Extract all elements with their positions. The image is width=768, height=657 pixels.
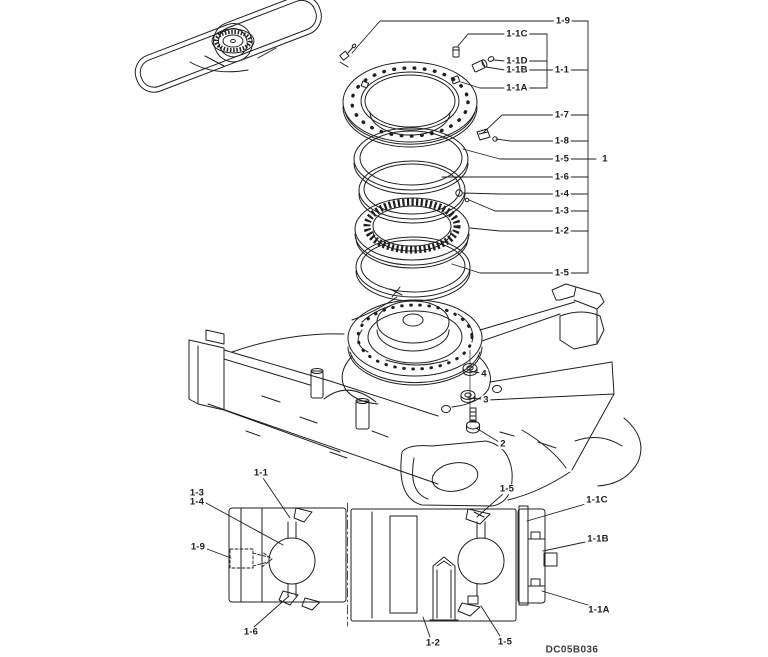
seal-ring-lower <box>355 236 471 302</box>
part-label-1-9: 1-9 <box>553 15 573 27</box>
part-label-1-2: 1-2 <box>552 225 572 237</box>
part-label-1-5: 1-5 <box>497 483 517 495</box>
seal-ring-middle <box>358 160 466 224</box>
part-label-1-7: 1-7 <box>552 109 572 121</box>
part-label-1-5: 1-5 <box>552 267 572 279</box>
sleeve-fitting <box>471 56 495 73</box>
part-label-1-1B: 1-1B <box>585 533 611 545</box>
plug-bolt <box>452 46 460 58</box>
part-label-3: 3 <box>481 394 491 406</box>
part-label-1-9: 1-9 <box>188 541 208 553</box>
part-label-1-3: 1-3 <box>552 205 572 217</box>
part-label-1-2: 1-2 <box>423 637 443 649</box>
part-label-1-3: 1-3 <box>187 487 207 499</box>
seal-ring-upper <box>353 127 469 195</box>
part-label-1-1A: 1-1A <box>504 82 530 94</box>
part-label-4: 4 <box>479 368 489 380</box>
taper-plug <box>476 128 498 142</box>
part-label-1-1: 1-1 <box>552 64 572 76</box>
part-label-1-1A: 1-1A <box>586 604 612 616</box>
machine-locator-thumbnail <box>134 0 322 93</box>
leader-lines <box>205 20 597 638</box>
part-label-2: 2 <box>498 438 508 450</box>
part-label-1-4: 1-4 <box>552 188 572 200</box>
part-label-1-1B: 1-1B <box>504 64 530 76</box>
part-label-1-4: 1-4 <box>187 496 207 508</box>
swing-bearing-mount <box>347 299 483 386</box>
part-label-1-5: 1-5 <box>552 153 572 165</box>
nut-3 <box>460 390 476 403</box>
part-label-1-8: 1-8 <box>552 135 572 147</box>
part-label-1-5: 1-5 <box>495 636 515 648</box>
part-label-1: 1 <box>600 153 610 165</box>
geared-inner-race <box>354 197 470 269</box>
swing-bearing-outer-race <box>342 61 478 148</box>
part-label-1-6: 1-6 <box>241 626 261 638</box>
part-label-1-1C: 1-1C <box>584 494 610 506</box>
part-label-1-1D: 1-1D <box>504 55 530 67</box>
part-label-1-1C: 1-1C <box>504 28 530 40</box>
part-label-1-6: 1-6 <box>552 171 572 183</box>
track-frame <box>188 283 642 507</box>
part-label-1-1: 1-1 <box>251 467 271 479</box>
bottom-view <box>228 502 558 627</box>
drawing-number: DC05B036 <box>545 644 599 656</box>
grease-fitting <box>339 43 357 68</box>
